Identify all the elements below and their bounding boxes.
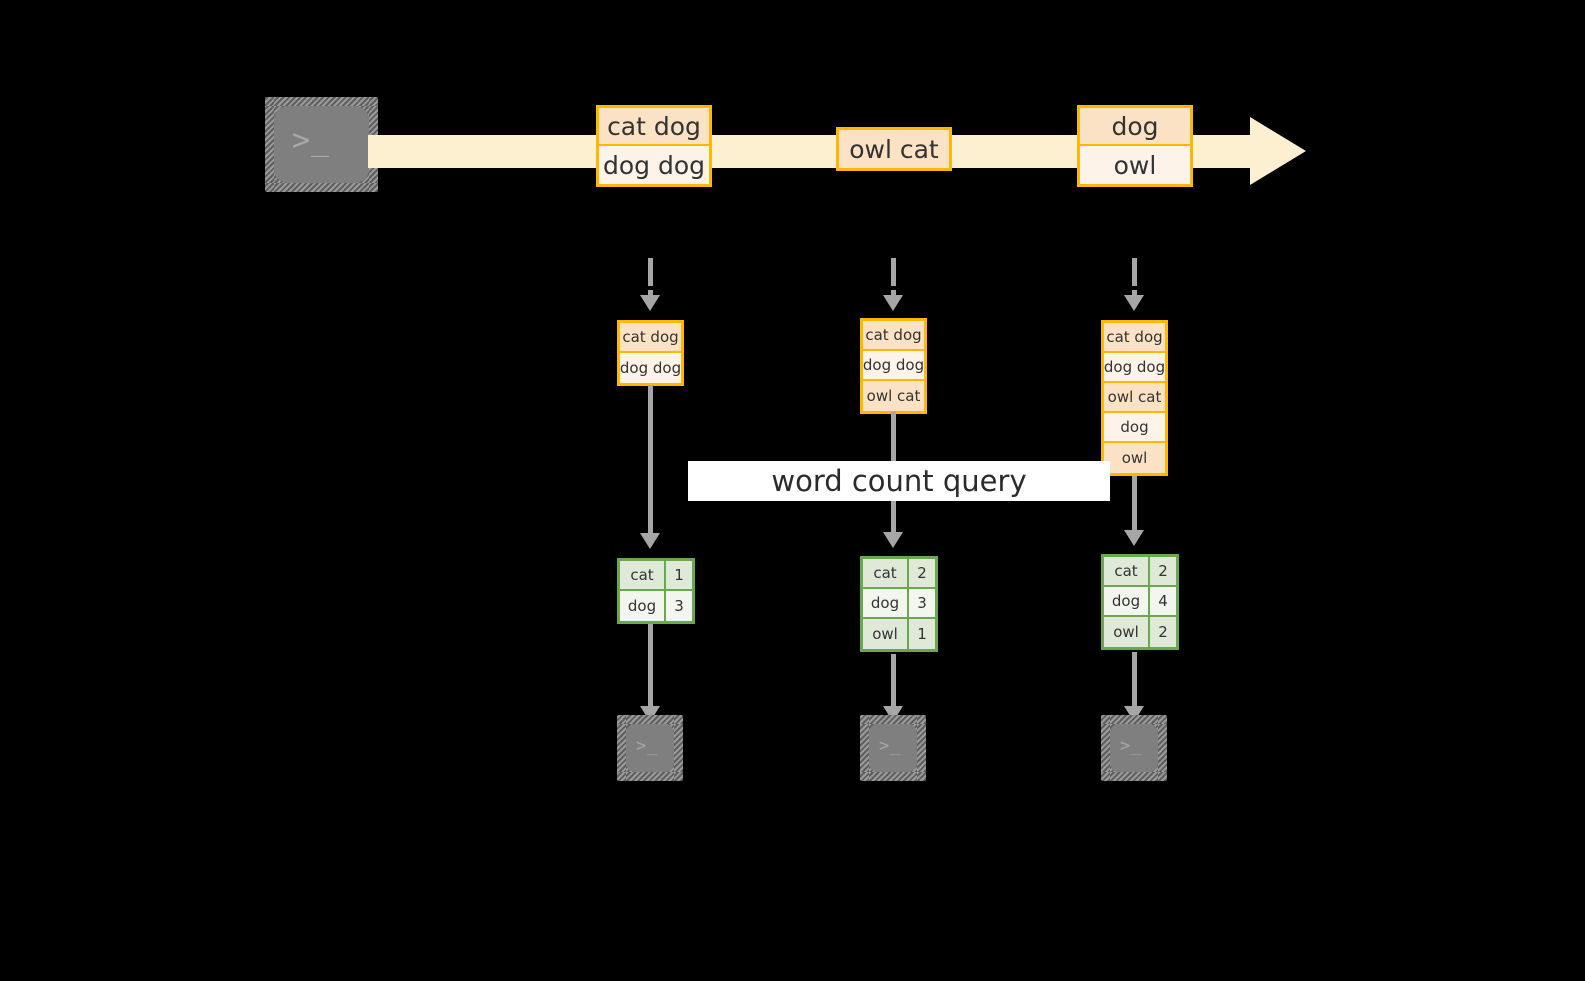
stream-batch-row: owl: [1080, 146, 1190, 184]
connector-line-col3-in: [1132, 290, 1137, 298]
terminal-screen: [1110, 724, 1158, 772]
stream-arrow-right-icon: [1250, 117, 1306, 185]
sink-terminal-icon-col3: >_: [1101, 715, 1167, 781]
result-word: cat: [863, 559, 909, 587]
stream-batch-row: dog dog: [599, 146, 709, 184]
connector-arrowhead-col3-in: [1124, 295, 1144, 311]
stream-batch-2: owl cat: [836, 127, 952, 171]
table-row: dog 4: [1104, 587, 1176, 617]
result-count: 2: [1150, 617, 1176, 647]
sink-terminal-icon-col2: >_: [860, 715, 926, 781]
connector-dash-col1: [648, 258, 653, 286]
result-count: 1: [909, 619, 935, 649]
table-row: owl 2: [1104, 617, 1176, 647]
connector-line-col1-in: [648, 290, 653, 298]
connector-arrowhead-col2-query: [883, 532, 903, 548]
connector-dash-col3: [1132, 258, 1137, 286]
connector-line-col3-query: [1132, 476, 1137, 534]
terminal-screen: [869, 724, 917, 772]
query-label: word count query: [688, 461, 1110, 501]
stream-batch-row: cat dog: [599, 108, 709, 146]
input-row: cat dog: [620, 323, 681, 353]
terminal-prompt-glyph: >_: [636, 736, 659, 756]
result-word: owl: [1104, 617, 1150, 647]
result-table-col3: cat 2 dog 4 owl 2: [1101, 554, 1179, 650]
table-row: dog 3: [863, 589, 935, 619]
input-row: dog: [1104, 413, 1165, 443]
input-row: owl cat: [863, 381, 924, 411]
terminal-screen: [274, 106, 369, 183]
terminal-prompt-glyph: >_: [1120, 736, 1143, 756]
result-count: 3: [666, 591, 692, 621]
accumulated-input-col2: cat dog dog dog owl cat: [860, 318, 927, 414]
table-row: cat 2: [863, 559, 935, 589]
connector-dash-col2: [891, 258, 896, 286]
input-row: owl: [1104, 443, 1165, 473]
result-count: 1: [666, 561, 692, 589]
connector-line-col2-in: [891, 290, 896, 298]
result-count: 2: [909, 559, 935, 587]
table-row: owl 1: [863, 619, 935, 649]
table-row: cat 1: [620, 561, 692, 591]
connector-arrowhead-col3-query: [1124, 530, 1144, 546]
input-row: dog dog: [620, 353, 681, 383]
connector-line-col2-sink: [891, 654, 896, 710]
stream-batch-row: owl cat: [839, 130, 949, 168]
result-word: cat: [1104, 557, 1150, 585]
input-row: owl cat: [1104, 383, 1165, 413]
connector-arrowhead-col1-in: [640, 295, 660, 311]
input-row: dog dog: [1104, 353, 1165, 383]
result-count: 3: [909, 589, 935, 617]
sink-terminal-icon-col1: >_: [617, 715, 683, 781]
result-word: dog: [863, 589, 909, 617]
connector-line-col1-sink: [648, 624, 653, 710]
result-table-col2: cat 2 dog 3 owl 1: [860, 556, 938, 652]
result-count: 2: [1150, 557, 1176, 585]
stream-batch-row: dog: [1080, 108, 1190, 146]
accumulated-input-col3: cat dog dog dog owl cat dog owl: [1101, 320, 1168, 476]
result-word: cat: [620, 561, 666, 589]
result-table-col1: cat 1 dog 3: [617, 558, 695, 624]
terminal-screen: [626, 724, 674, 772]
result-count: 4: [1150, 587, 1176, 615]
connector-arrowhead-col1-query: [640, 533, 660, 549]
result-word: dog: [1104, 587, 1150, 615]
stream-batch-1: cat dog dog dog: [596, 105, 712, 187]
result-word: owl: [863, 619, 909, 649]
input-row: dog dog: [863, 351, 924, 381]
accumulated-input-col1: cat dog dog dog: [617, 320, 684, 386]
input-row: cat dog: [1104, 323, 1165, 353]
table-row: dog 3: [620, 591, 692, 621]
terminal-prompt-glyph: >_: [292, 123, 331, 158]
connector-line-col1-query: [648, 385, 653, 537]
connector-line-col3-sink: [1132, 652, 1137, 710]
connector-arrowhead-col2-in: [883, 295, 903, 311]
terminal-prompt-glyph: >_: [879, 736, 902, 756]
result-word: dog: [620, 591, 666, 621]
input-row: cat dog: [863, 321, 924, 351]
table-row: cat 2: [1104, 557, 1176, 587]
stream-batch-3: dog owl: [1077, 105, 1193, 187]
source-terminal-icon: >_: [265, 97, 378, 192]
